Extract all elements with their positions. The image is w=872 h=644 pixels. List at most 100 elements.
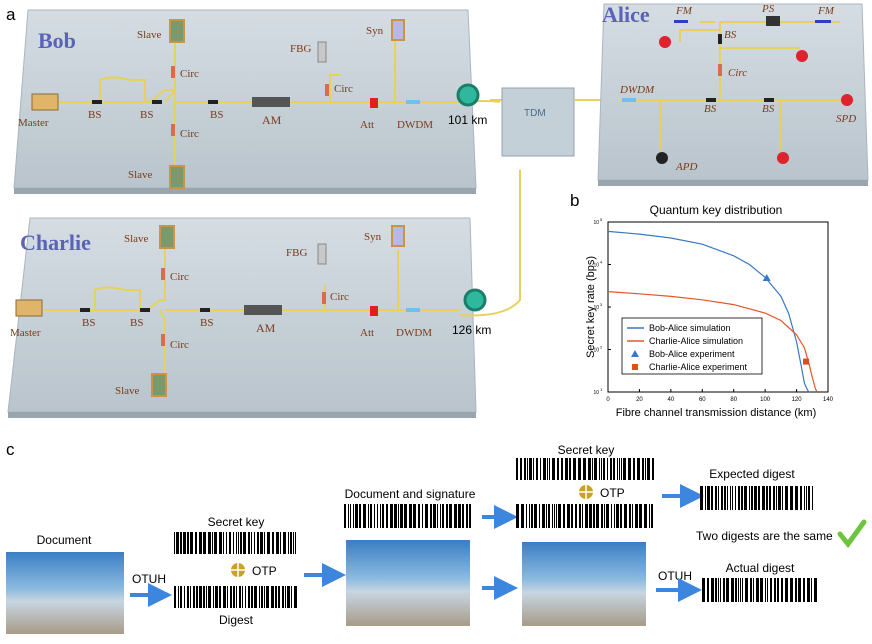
bob-label-fbg: FBG (290, 43, 311, 55)
label-actual-digest: Actual digest (726, 561, 795, 575)
series-line-1 (607, 291, 818, 393)
barcode-signature (344, 504, 471, 528)
panel-label-c: c (6, 440, 15, 459)
label-secret-key-1: Secret key (208, 515, 265, 529)
alice-label-ps: PS (761, 3, 775, 15)
bob-label-circ2: Circ (180, 128, 199, 140)
chart-ytick-label: 10 (593, 348, 599, 354)
charlie-label-syn: Syn (364, 231, 382, 243)
label-otuh-2: OTUH (658, 569, 692, 583)
bob-fbg (317, 41, 327, 63)
charlie-label-dwdm: DWDM (396, 327, 432, 339)
chart-ytick-label: 10 (593, 263, 599, 269)
tdm-label: TDM (524, 108, 546, 119)
label-digests-same: Two digests are the same (696, 529, 833, 543)
bob-slave-top (169, 19, 185, 43)
label-document: Document (37, 533, 92, 547)
chart-title: Quantum key distribution (650, 203, 783, 217)
bob-label-slave-top: Slave (137, 29, 162, 41)
alice-label-dwdm: DWDM (619, 84, 655, 96)
chart-xtick-label: 60 (699, 397, 706, 403)
bob-label-syn: Syn (366, 25, 384, 37)
legend-label-3: Charlie-Alice experiment (649, 362, 748, 372)
authentication-process: Document Secret key OTP Digest OTUH Docu… (6, 443, 867, 634)
bob-am (252, 97, 290, 107)
bob-label-circ1: Circ (180, 68, 199, 80)
bob-syn (391, 19, 405, 41)
charlie-am (244, 305, 282, 315)
charlie-syn (391, 225, 405, 247)
panel-label-b: b (570, 191, 579, 210)
label-expected-digest: Expected digest (709, 467, 795, 481)
alice-label-bs2: BS (704, 103, 717, 115)
charlie-label-bs2: BS (130, 317, 143, 329)
charlie-label-circ1: Circ (170, 271, 189, 283)
charlie-label-bs3: BS (200, 317, 213, 329)
chart-xtick-label: 20 (636, 397, 643, 403)
barcode-secret-key-2 (516, 458, 654, 480)
alice-setup: Alice FM PS FM BS Circ DWDM BS BS SPD AP… (597, 2, 869, 186)
tdm-box (501, 87, 575, 157)
chart-ytick-exponent: 3 (600, 302, 603, 307)
charlie-label-slave-bottom: Slave (115, 385, 140, 397)
bob-label-bs3: BS (210, 109, 223, 121)
alice-spd-1 (659, 36, 671, 48)
charlie-label-circ3: Circ (330, 291, 349, 303)
alice-name: Alice (602, 2, 650, 27)
charlie-label-fbg: FBG (286, 247, 307, 259)
chart-xtick-label: 80 (730, 397, 737, 403)
alice-spd-4 (777, 152, 789, 164)
legend-label-2: Bob-Alice experiment (649, 349, 735, 359)
charlie-fbg (317, 243, 327, 265)
key-rate-chart: Quantum key distribution Fibre channel t… (585, 203, 834, 419)
chart-ytick-exponent: 4 (600, 260, 603, 265)
label-otuh-1: OTUH (132, 572, 166, 586)
barcode-secret-key-1 (174, 532, 296, 554)
bob-label-am: AM (262, 113, 282, 127)
chart-xtick-label: 40 (668, 397, 675, 403)
barcode-digest (174, 586, 297, 608)
alice-label-fm2: FM (817, 5, 835, 17)
charlie-label-circ2: Circ (170, 339, 189, 351)
alice-spd-3 (841, 94, 853, 106)
bob-label-att: Att (360, 119, 374, 131)
bob-label-circ3: Circ (334, 83, 353, 95)
bob-setup: Bob Master BS BS BS Slave Slave Circ Cir… (13, 9, 501, 194)
chart-xtick-label: 0 (606, 397, 610, 403)
label-otp-2: OTP (600, 486, 625, 500)
charlie-distance: 126 km (452, 323, 491, 337)
chart-legend-box (621, 317, 763, 375)
alice-spd-2 (796, 50, 808, 62)
charlie-label-slave-top: Slave (124, 233, 149, 245)
chart-xtick-label: 140 (823, 397, 834, 403)
bob-att (370, 98, 378, 108)
bob-slave-bottom (169, 165, 185, 189)
charlie-label-bs1: BS (82, 317, 95, 329)
bob-master-laser (31, 93, 59, 111)
chart-ylabel: Secret key rate (bps) (585, 256, 597, 358)
barcode-expected-digest (700, 486, 813, 510)
charlie-label-am: AM (256, 321, 276, 335)
alice-label-spd: SPD (836, 113, 856, 125)
charlie-slave-top (159, 225, 175, 249)
label-digest: Digest (219, 613, 254, 627)
alice-ps (766, 16, 780, 26)
bob-label-master: Master (18, 117, 49, 129)
charlie-label-att: Att (360, 327, 374, 339)
charlie-slave-bottom (151, 373, 167, 397)
alice-label-circ: Circ (728, 67, 747, 79)
chart-xlabel: Fibre channel transmission distance (km) (616, 407, 817, 419)
charlie-label-master: Master (10, 327, 41, 339)
legend-label-0: Bob-Alice simulation (649, 323, 731, 333)
chart-ytick-exponent: 5 (600, 217, 603, 222)
chart-ytick-exponent: 1 (600, 387, 603, 392)
charlie-master-laser (15, 299, 43, 317)
bob-fibre-spool (456, 83, 480, 107)
chart-xtick-label: 100 (760, 397, 771, 403)
check-icon (837, 519, 867, 549)
legend-label-1: Charlie-Alice simulation (649, 336, 743, 346)
label-doc-and-sig: Document and signature (345, 487, 476, 501)
bob-distance: 101 km (448, 113, 487, 127)
experiment-point-charlie (803, 358, 809, 365)
